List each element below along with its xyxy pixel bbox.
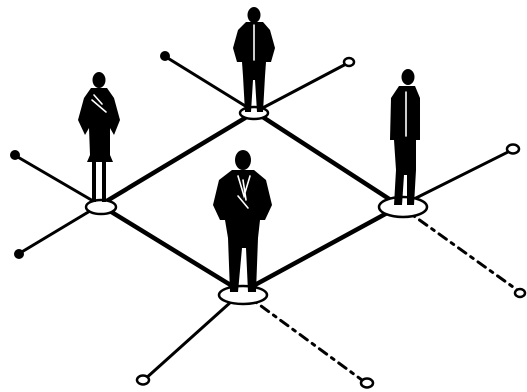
endpoint-ring bbox=[507, 145, 519, 154]
branch-right-se bbox=[400, 206, 520, 292]
node-base-left bbox=[86, 200, 116, 214]
endpoint-dot bbox=[160, 51, 170, 61]
person-right-figure bbox=[390, 69, 420, 205]
person-front-figure bbox=[213, 150, 272, 292]
person-top-figure bbox=[233, 7, 275, 112]
branch-left-w bbox=[16, 156, 100, 205]
node-base-front bbox=[219, 286, 267, 304]
endpoint-ring bbox=[137, 376, 149, 385]
branch-top-ne bbox=[255, 63, 348, 112]
node-base-top bbox=[240, 107, 268, 119]
branch-front-se bbox=[242, 292, 366, 383]
link-right-front bbox=[242, 206, 400, 292]
node-base-right bbox=[379, 197, 427, 217]
person-left-figure bbox=[78, 72, 120, 202]
endpoint-dot bbox=[10, 150, 20, 160]
branch-left-sw bbox=[20, 205, 100, 253]
branch-top-nw bbox=[166, 57, 255, 112]
endpoint-ring bbox=[515, 289, 525, 297]
endpoint-ring bbox=[361, 379, 373, 388]
endpoint-ring bbox=[344, 58, 354, 66]
endpoint-dot bbox=[14, 249, 24, 259]
link-top-right bbox=[255, 112, 400, 206]
branch-front-sw bbox=[144, 292, 242, 380]
